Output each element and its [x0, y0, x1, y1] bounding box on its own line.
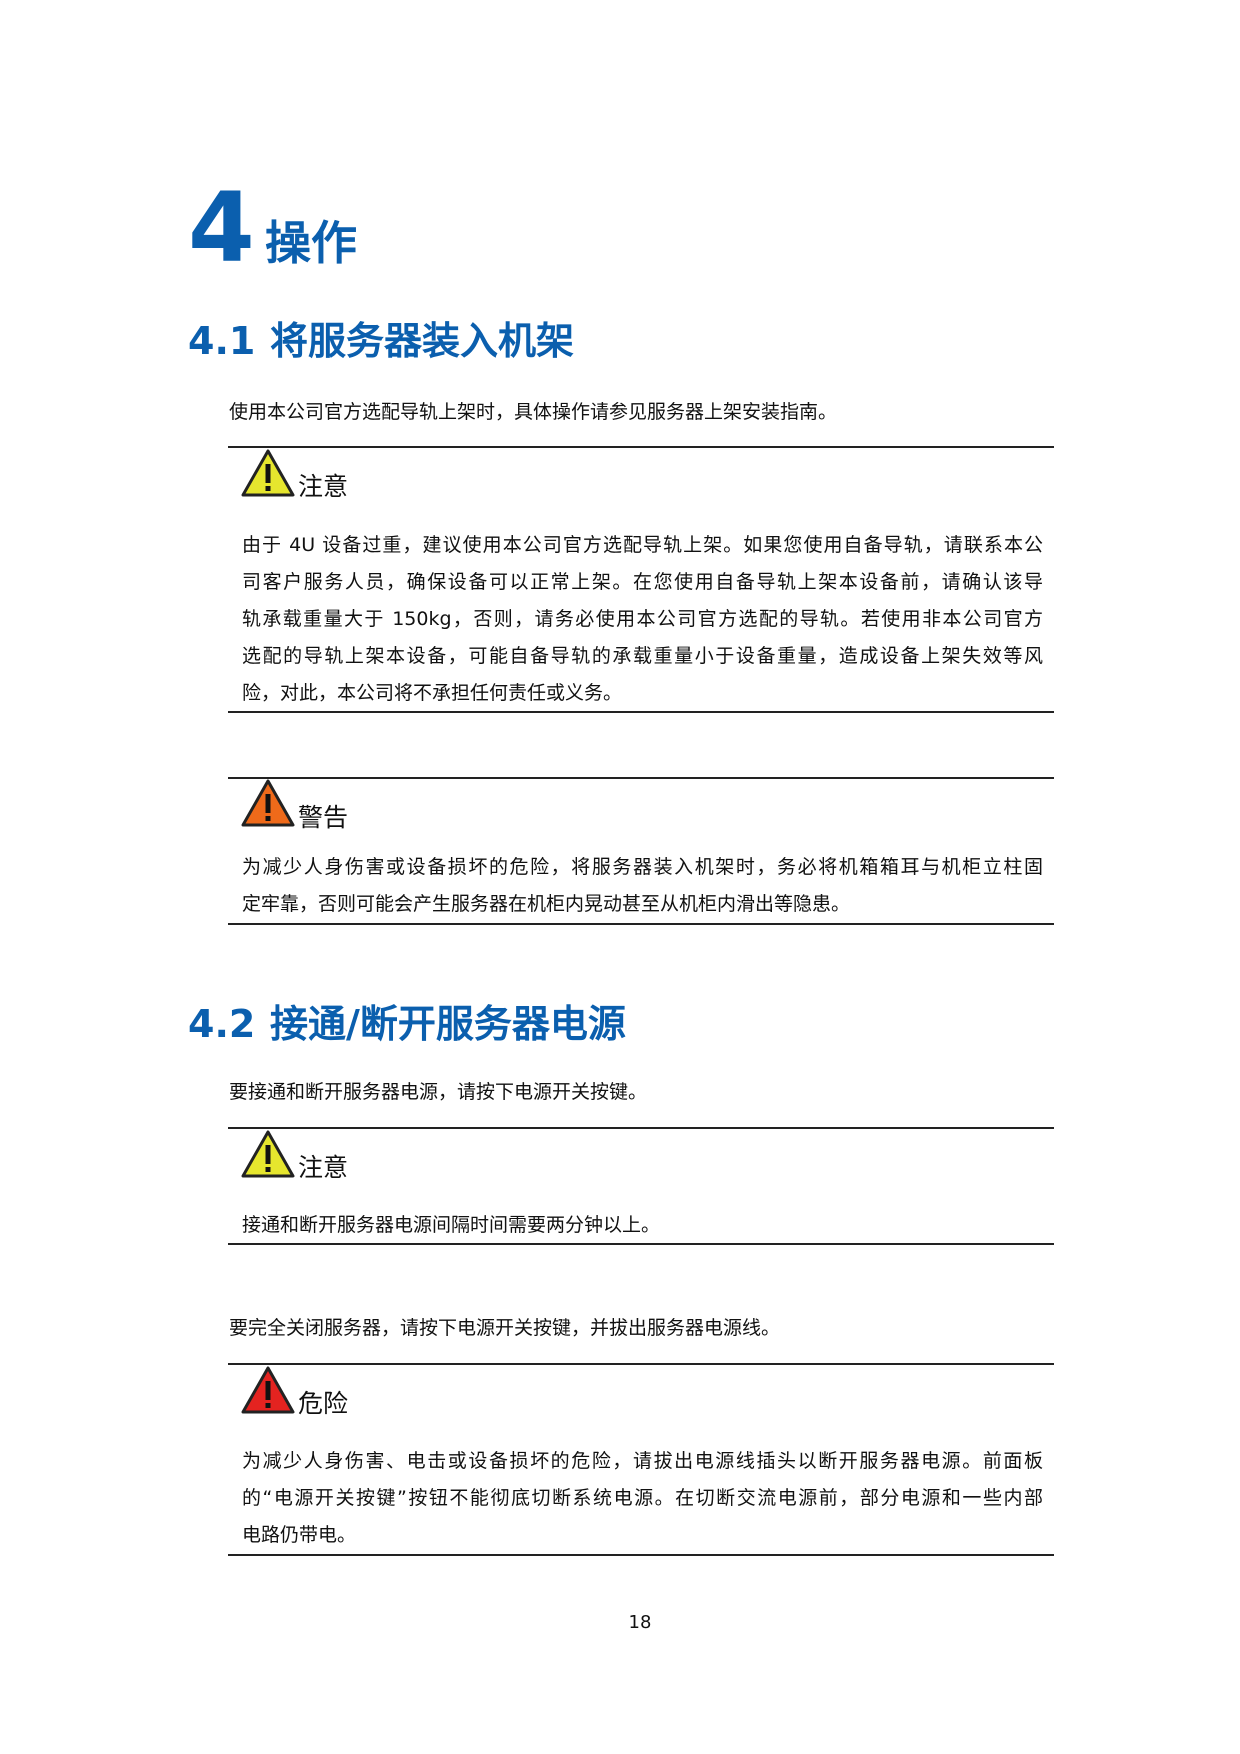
chapter-title: 操作	[265, 216, 357, 270]
warning-triangle-icon	[241, 449, 295, 497]
section-heading-4-1: 4.1 将服务器装入机架	[188, 322, 574, 360]
notice-label: 警告	[298, 803, 349, 832]
notice-text-line: 险，对此，本公司将不承担任何责任或义务。	[242, 682, 623, 704]
notice-top-rule	[228, 1363, 1054, 1365]
notice-text: 为减少人身伤害、电击或设备损坏的危险，请拔出电源线插头以断开服务器电源。前面板的…	[242, 1443, 1043, 1554]
warning-triangle-icon	[241, 779, 295, 827]
page-number: 18	[628, 1612, 652, 1633]
notice-text-line: 定牢靠，否则可能会产生服务器在机柜内晃动甚至从机柜内滑出等隐患。	[242, 893, 851, 915]
notice-text-line: 司客户服务人员，确保设备可以正常上架。在您使用自备导轨上架本设备前，请确认该导	[242, 571, 1043, 593]
notice-top-rule	[228, 446, 1054, 448]
section-heading-4-2: 4.2 接通/断开服务器电源	[188, 1005, 626, 1043]
section-title: 将服务器装入机架	[270, 319, 575, 363]
notice-text-line: 由于 4U 设备过重，建议使用本公司官方选配导轨上架。如果您使用自备导轨，请联系…	[242, 534, 1043, 556]
section-number: 4.2	[188, 1002, 256, 1046]
notice-top-rule	[228, 777, 1054, 779]
notice-label: 注意	[298, 1153, 349, 1182]
section-number: 4.1	[188, 319, 256, 363]
notice-text: 接通和断开服务器电源间隔时间需要两分钟以上。	[242, 1207, 1043, 1244]
notice-text-line: 电路仍带电。	[242, 1524, 357, 1546]
notice-label: 危险	[298, 1389, 349, 1418]
notice-text: 为减少人身伤害或设备损坏的危险，将服务器装入机架时，务必将机箱箱耳与机柜立柱固定…	[242, 849, 1043, 923]
notice-text-line: 接通和断开服务器电源间隔时间需要两分钟以上。	[242, 1214, 661, 1236]
notice-text: 由于 4U 设备过重，建议使用本公司官方选配导轨上架。如果您使用自备导轨，请联系…	[242, 527, 1043, 712]
notice-bottom-rule	[228, 711, 1054, 713]
section-intro-2: 要完全关闭服务器，请按下电源开关按键，并拔出服务器电源线。	[229, 1317, 781, 1339]
notice-top-rule	[228, 1127, 1054, 1129]
notice-text-line: 为减少人身伤害或设备损坏的危险，将服务器装入机架时，务必将机箱箱耳与机柜立柱固	[242, 856, 1043, 878]
notice-bottom-rule	[228, 1554, 1054, 1556]
notice-label: 注意	[298, 472, 349, 501]
warning-triangle-icon	[241, 1366, 295, 1414]
warning-triangle-icon	[241, 1130, 295, 1178]
notice-text-line: 选配的导轨上架本设备，可能自备导轨的承载重量小于设备重量，造成设备上架失效等风	[242, 645, 1043, 667]
chapter-number: 4	[188, 172, 255, 284]
notice-text-line: 的“电源开关按键”按钮不能彻底切断系统电源。在切断交流电源前，部分电源和一些内部	[242, 1487, 1043, 1509]
notice-bottom-rule	[228, 923, 1054, 925]
section-intro: 要接通和断开服务器电源，请按下电源开关按键。	[229, 1081, 648, 1103]
section-title: 接通/断开服务器电源	[270, 1002, 626, 1046]
section-intro: 使用本公司官方选配导轨上架时，具体操作请参见服务器上架安装指南。	[229, 401, 838, 423]
notice-text-line: 轨承载重量大于 150kg，否则，请务必使用本公司官方选配的导轨。若使用非本公司…	[242, 608, 1043, 630]
notice-bottom-rule	[228, 1243, 1054, 1245]
notice-text-line: 为减少人身伤害、电击或设备损坏的危险，请拔出电源线插头以断开服务器电源。前面板	[242, 1450, 1043, 1472]
